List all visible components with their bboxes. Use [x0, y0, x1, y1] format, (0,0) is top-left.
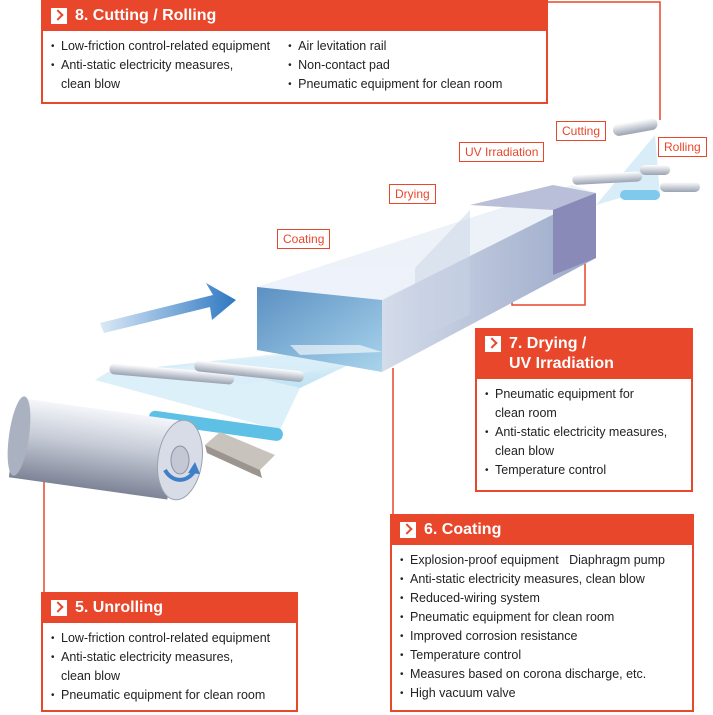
- coating-body: Explosion-proof equipment Diaphragm pump…: [392, 545, 692, 709]
- coater-blade: [205, 432, 275, 470]
- chevron-right-icon: [51, 600, 67, 616]
- list-item: Anti-static electricity measures,: [51, 648, 288, 667]
- unrolling-box: 5. Unrolling Low-friction control-relate…: [41, 592, 298, 712]
- list-item: Reduced-wiring system: [400, 589, 684, 608]
- label-coating: Coating: [277, 229, 331, 249]
- list-item: Air levitation rail: [288, 37, 502, 56]
- drying-uv-header: 7. Drying / UV Irradiation: [477, 330, 691, 379]
- list-item: Explosion-proof equipment Diaphragm pump: [400, 551, 684, 570]
- list-item: Anti-static electricity measures,: [51, 56, 270, 75]
- list-item-continuation: clean blow: [61, 669, 121, 683]
- coating-box: 6. Coating Explosion-proof equipment Dia…: [390, 514, 694, 712]
- list-item: High vacuum valve: [400, 684, 684, 703]
- guide-rollers: [109, 360, 304, 441]
- list-item-continuation: clean blow: [495, 444, 555, 458]
- rotation-arrow-icon: [163, 468, 197, 482]
- list-item-continuation: clean blow: [61, 77, 121, 91]
- coater-blade-side: [205, 445, 262, 478]
- cutting-rolling-col2: Air levitation rail Non-contact pad Pneu…: [288, 37, 502, 94]
- list-item: Anti-static electricity measures,: [485, 423, 683, 442]
- drying-uv-title-line1: 7. Drying /: [509, 335, 587, 352]
- cutting-rolling-header: 8. Cutting / Rolling: [43, 2, 546, 31]
- list-item: Low-friction control-related equipment: [51, 629, 288, 648]
- chevron-right-icon: [400, 522, 416, 538]
- drying-uv-title-line2: UV Irradiation: [509, 355, 614, 372]
- list-item: Pneumatic equipment for clean room: [400, 608, 684, 627]
- connector-cutting-rolling: [548, 1, 661, 120]
- process-tunnel: [257, 185, 596, 372]
- list-item-continuation: clean room: [495, 406, 557, 420]
- list-item: Non-contact pad: [288, 56, 502, 75]
- unrolling-body: Low-friction control-related equipment A…: [43, 623, 296, 711]
- label-rolling: Rolling: [658, 137, 707, 157]
- list-item: Pneumatic equipment for clean room: [51, 686, 288, 705]
- list-item: Low-friction control-related equipment: [51, 37, 270, 56]
- list-item: Anti-static electricity measures, clean …: [400, 570, 684, 589]
- list-item: Temperature control: [400, 646, 684, 665]
- chevron-right-icon: [485, 336, 501, 352]
- drying-uv-title: 7. Drying / UV Irradiation: [509, 334, 614, 374]
- unrolling-header: 5. Unrolling: [43, 594, 296, 623]
- drying-uv-body: Pneumatic equipment for clean room Anti-…: [477, 379, 691, 486]
- label-drying: Drying: [389, 184, 436, 204]
- label-cutting: Cutting: [556, 121, 607, 141]
- list-item: Pneumatic equipment for clean room: [288, 75, 502, 94]
- cutting-rolling-section: [572, 118, 700, 205]
- unwind-roll: [7, 396, 203, 501]
- cutting-rolling-box: 8. Cutting / Rolling Low-friction contro…: [41, 0, 548, 104]
- list-item: Measures based on corona discharge, etc.: [400, 665, 684, 684]
- cutting-rolling-title: 8. Cutting / Rolling: [75, 7, 217, 24]
- chevron-right-icon: [51, 8, 67, 24]
- flow-arrow: [100, 283, 236, 333]
- list-item: Improved corrosion resistance: [400, 627, 684, 646]
- label-uv-irradiation: UV Irradiation: [459, 142, 545, 162]
- coating-title: 6. Coating: [424, 521, 502, 538]
- drying-uv-box: 7. Drying / UV Irradiation Pneumatic equ…: [475, 328, 693, 492]
- cutting-rolling-col1: Low-friction control-related equipment A…: [51, 37, 270, 94]
- cutting-rolling-body: Low-friction control-related equipment A…: [43, 31, 546, 100]
- list-item: Temperature control: [485, 461, 683, 480]
- coating-header: 6. Coating: [392, 516, 692, 545]
- unrolling-title: 5. Unrolling: [75, 599, 163, 616]
- list-item: Pneumatic equipment for: [485, 385, 683, 404]
